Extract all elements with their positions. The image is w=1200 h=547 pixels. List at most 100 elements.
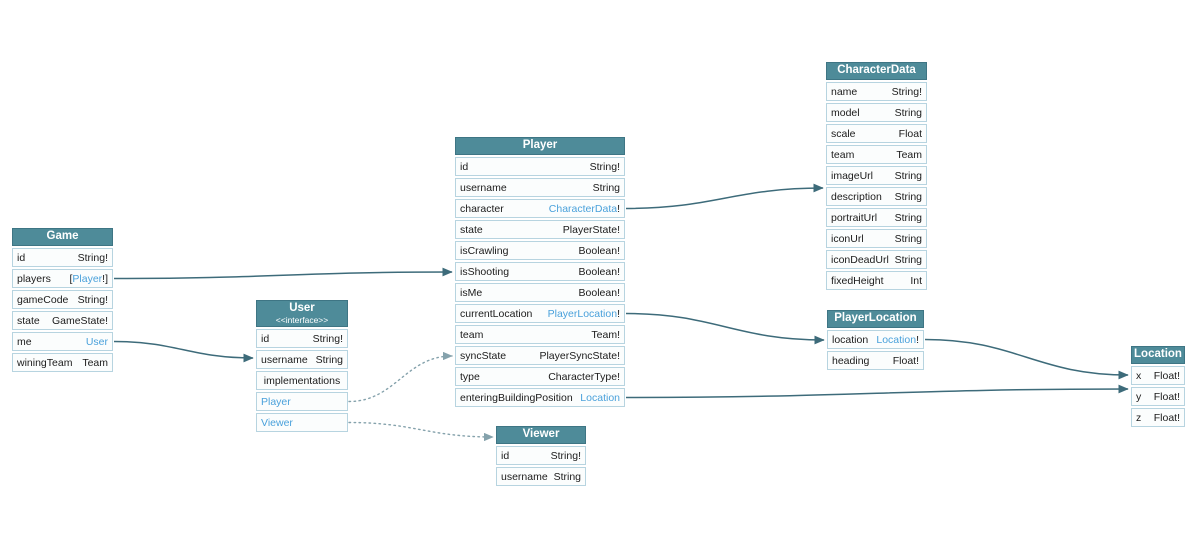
type-link[interactable]: CharacterData: [548, 202, 618, 215]
type-text: Boolean!: [578, 265, 620, 278]
field-row-Viewer[interactable]: Viewer: [256, 413, 348, 432]
type-text: String: [894, 106, 922, 119]
type-link[interactable]: Location: [580, 391, 620, 404]
field-row-gameCode[interactable]: gameCode String!: [12, 290, 113, 309]
type-text: [: [69, 272, 73, 285]
field-type: String: [554, 471, 581, 483]
edge-Player-character-to-CharacterData: [625, 183, 824, 210]
table-header-PlayerLocation[interactable]: PlayerLocation: [827, 310, 924, 328]
field-name: winingTeam: [17, 356, 73, 369]
field-name: x: [1136, 369, 1142, 382]
field-row-Player[interactable]: Player: [256, 392, 348, 411]
field-row-scale[interactable]: scale Float: [826, 124, 927, 143]
field-name: gameCode: [17, 293, 69, 306]
field-name: description: [831, 190, 882, 203]
type-link[interactable]: PlayerLocation: [547, 307, 618, 320]
type-text: GameState!: [51, 314, 108, 327]
type-text: Boolean!: [578, 286, 620, 299]
field-name: syncState: [460, 349, 507, 362]
field-type: Location: [580, 392, 620, 404]
type-link[interactable]: Location: [876, 333, 917, 346]
field-type: String!: [78, 252, 108, 264]
field-row-implementations[interactable]: implementations: [256, 371, 348, 390]
field-row-syncState[interactable]: syncState PlayerSyncState!: [455, 346, 625, 365]
field-name: name: [831, 85, 858, 98]
field-type: PlayerState!: [563, 224, 620, 236]
table-header-Viewer[interactable]: Viewer: [496, 426, 586, 444]
table-title: Player: [522, 139, 558, 152]
field-type: Float: [899, 128, 922, 140]
field-type: String: [895, 254, 922, 266]
type-text: !: [916, 333, 919, 346]
field-name: team: [831, 148, 855, 161]
field-row-me[interactable]: me User: [12, 332, 113, 351]
field-name: y: [1136, 390, 1142, 403]
field-name: players: [17, 272, 51, 285]
table-header-Player[interactable]: Player: [455, 137, 625, 155]
field-name: enteringBuildingPosition: [460, 391, 573, 404]
edge-Game-players-to-Player: [113, 267, 453, 280]
field-name: id: [501, 449, 510, 462]
implementation-link[interactable]: Player: [261, 395, 291, 408]
field-name: me: [17, 335, 32, 348]
type-text: String: [894, 232, 922, 245]
table-header-CharacterData[interactable]: CharacterData: [826, 62, 927, 80]
table-header-Location[interactable]: Location: [1131, 346, 1185, 364]
field-type: CharacterData!: [549, 203, 620, 215]
field-row-enteringBuildingPosition[interactable]: enteringBuildingPosition Location: [455, 388, 625, 407]
field-type: PlayerSyncState!: [539, 350, 620, 362]
implementation-link[interactable]: Viewer: [261, 416, 293, 429]
field-name: scale: [831, 127, 856, 140]
table-header-User[interactable]: User<<interface>>: [256, 300, 348, 327]
field-type: String: [895, 170, 922, 182]
table-header-Game[interactable]: Game: [12, 228, 113, 246]
field-name: character: [460, 202, 504, 215]
field-row-players[interactable]: players [Player!]: [12, 269, 113, 288]
type-text: !: [617, 202, 620, 215]
type-link[interactable]: Player: [72, 272, 103, 285]
field-type: [Player!]: [69, 273, 108, 285]
field-name: heading: [832, 354, 870, 367]
field-name: username: [261, 353, 308, 366]
field-row-character[interactable]: character CharacterData!: [455, 199, 625, 218]
field-type: Boolean!: [579, 287, 620, 299]
type-text: !]: [102, 272, 108, 285]
type-text: String: [553, 470, 581, 483]
field-type: String: [895, 107, 922, 119]
type-link[interactable]: User: [85, 335, 108, 348]
field-type: String!: [78, 294, 108, 306]
